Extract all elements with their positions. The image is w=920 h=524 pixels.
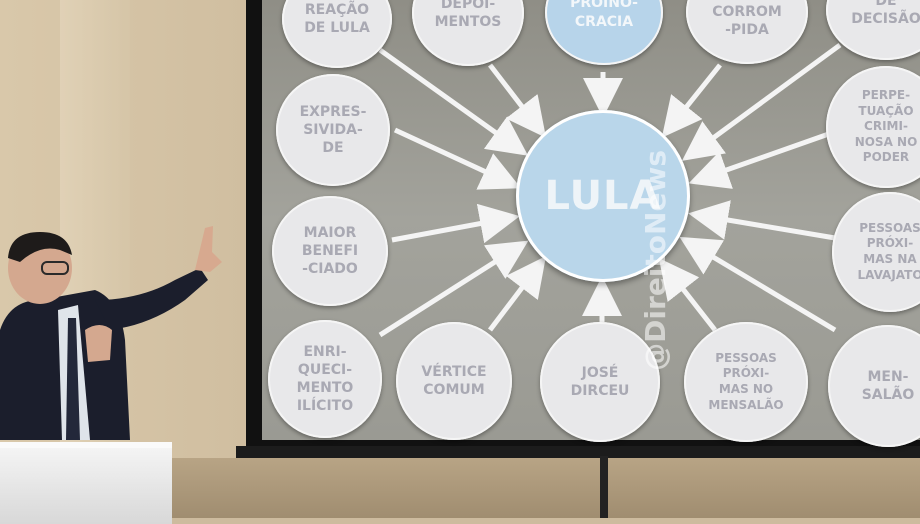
node-center-lula: LULA (516, 110, 690, 282)
node-pessoas-mensalao: PESSOAS PRÓXI- MAS NO MENSALÃO (684, 322, 808, 442)
arrow-vertice (488, 256, 547, 332)
presenter-tie (66, 318, 80, 440)
arrow-mensalao (679, 236, 837, 333)
presenter-mic-hand (85, 325, 112, 362)
screen-bottom-bar (236, 446, 920, 458)
node-jose-dirceu: JOSÉ DIRCEU (540, 322, 660, 442)
arrow-pessoas-mensalao (658, 258, 717, 332)
arrow-corrompida (661, 63, 722, 138)
arrow-decisao (681, 42, 842, 161)
watermark: @DireitoNews (639, 150, 673, 371)
presenter-hand (195, 226, 222, 272)
node-perpetuacao: PERPE- TUAÇÃO CRIMI- NOSA NO PODER (826, 66, 920, 188)
node-reacao-de-lula: REAÇÃO DE LULA (282, 0, 392, 68)
arrow-pessoas-lavajato (688, 200, 836, 241)
node-enriquecimento-ilicito: ENRI- QUECI- MENTO ILÍCITO (268, 320, 382, 438)
screen-stand (600, 456, 608, 518)
presenter-glasses (41, 261, 69, 275)
arrow-reacao (378, 47, 529, 156)
lectern (0, 442, 172, 524)
arrow-depoimentos (488, 63, 547, 138)
node-pessoas-lavajato: PESSOAS PRÓXI- MAS NA LAVAJATO (832, 192, 920, 312)
arrow-expressividade (393, 127, 522, 190)
node-mensalao: MEN- SALÃO (828, 325, 920, 447)
node-expressividade: EXPRES- SIVIDA- DE (276, 74, 390, 186)
presenter-arm (95, 268, 208, 330)
node-vertice-comum: VÉRTICE COMUM (396, 322, 512, 440)
arrow-perpetuacao (688, 127, 841, 189)
node-maior-beneficiado: MAIOR BENEFI -CIADO (272, 196, 388, 306)
arrow-enriquecimento (378, 240, 529, 338)
arrow-maior (391, 203, 520, 244)
presenter (0, 226, 222, 440)
presenter-hair (8, 232, 72, 262)
